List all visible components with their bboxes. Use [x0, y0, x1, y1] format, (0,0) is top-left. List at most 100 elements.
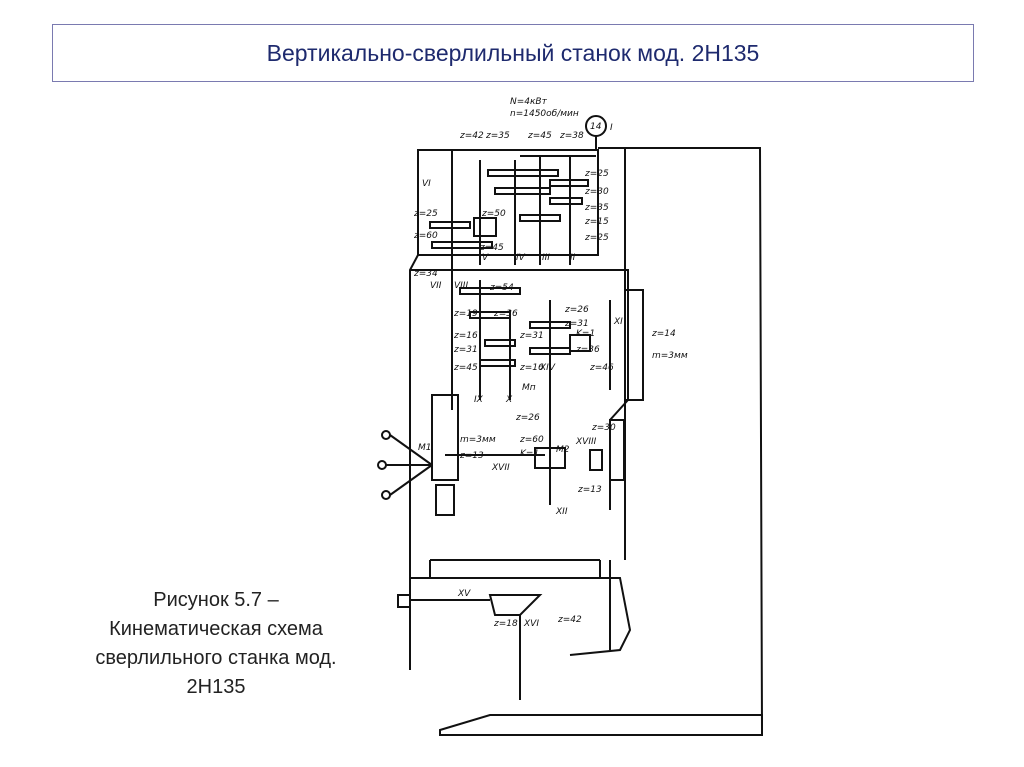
slide-title: Вертикально-сверлильный станок мод. 2Н13… [266, 39, 760, 66]
gear-block-3 [549, 179, 589, 187]
shaft-label-12: XVII [491, 463, 510, 473]
feed-gear-2 [469, 311, 511, 319]
table-body [429, 560, 601, 579]
gear-label-20: z=45 [453, 363, 478, 373]
gear-label-6: z=30 [584, 187, 609, 197]
feed-gear-4 [479, 359, 516, 367]
gear-label-16: z=19 [453, 309, 478, 319]
motor-power-label: N=4кВт [510, 97, 548, 107]
gear-label-41: z=42 [557, 615, 582, 625]
gear-label-33: z=13 [459, 451, 484, 461]
shaft-label-1: VI [422, 179, 431, 189]
rack-vertical [624, 289, 644, 401]
shaft-label-9: X [505, 395, 513, 405]
shaft-label-10: XIV [539, 363, 556, 373]
feed-gear-3 [484, 339, 516, 347]
gear-label-19: z=31 [453, 345, 478, 355]
gear-label-27: z=46 [589, 363, 614, 373]
gear-block-2 [494, 187, 551, 195]
gear-label-37: z=13 [577, 485, 602, 495]
gear-label-13: z=45 [479, 243, 504, 253]
handle-knob-1 [381, 430, 391, 440]
feed-gear-5 [529, 321, 571, 329]
shaft-label-13: XVIII [575, 437, 597, 447]
shaft-label-15: XV [457, 589, 471, 599]
caption-line-1: Рисунок 5.7 – [153, 589, 279, 611]
feed-box-housing [410, 269, 629, 400]
kinematic-diagram: N=4кВт n=1450об/мин 14 I z=42 z=35 z=45 … [370, 90, 780, 762]
shaft-label-11: XI [613, 317, 623, 327]
gear-label-17: z=36 [493, 309, 518, 319]
gear-block-7 [431, 241, 493, 249]
shaft-label-4: III [542, 253, 550, 263]
feed-handles [386, 434, 433, 496]
title-box: Вертикально-сверлильный станок мод. 2Н13… [52, 24, 974, 82]
gear-label-32: m=3мм [460, 435, 496, 445]
gear-label-9: z=25 [584, 233, 609, 243]
shaft-label-5: II [570, 253, 576, 263]
gear-label-7: z=35 [584, 203, 609, 213]
gear-label-38: M1 [418, 443, 432, 453]
gear-label-39: M2 [556, 445, 570, 455]
gear-label-31: z=26 [515, 413, 540, 423]
gear-label-26: z=16 [519, 363, 544, 373]
speed-box-housing [417, 149, 599, 256]
shaft-label-8: IX [474, 395, 484, 405]
gear-label-34: z=60 [519, 435, 544, 445]
shaft-label-2: V [482, 253, 489, 263]
gear-label-14: z=34 [413, 269, 438, 279]
figure-caption: Рисунок 5.7 – Кинематическая схема сверл… [40, 586, 392, 702]
gear-label-10: z=50 [481, 209, 506, 219]
shaft-label-14: XII [555, 507, 568, 517]
table-bracket [410, 577, 632, 656]
worm-box [569, 334, 591, 352]
gear-label-5: z=25 [584, 169, 609, 179]
motor-speed-label: n=1450об/мин [510, 109, 579, 119]
gear-label-12: z=60 [413, 231, 438, 241]
gear-label-3: z=45 [527, 131, 552, 141]
gear-label-21: z=26 [564, 305, 589, 315]
gear-label-8: z=15 [584, 217, 609, 227]
gear-label-35: K=1 [520, 449, 539, 459]
gear-block-6 [429, 221, 471, 229]
handle-knob-2 [377, 460, 387, 470]
gear-label-1: z=42 [459, 131, 484, 141]
shaft-label-7: VIII [454, 281, 468, 291]
base [439, 714, 763, 736]
gear-label-4: z=38 [559, 131, 584, 141]
gear-label-29: m=3мм [652, 351, 688, 361]
caption-line-3: сверлильного станка мод. [95, 647, 337, 669]
shaft-label-3: IV [516, 253, 526, 263]
gear-label-11: z=25 [413, 209, 438, 219]
spindle-end [435, 484, 455, 516]
handle-knob-3 [381, 490, 391, 500]
gear-label-40: z=18 [493, 619, 518, 629]
gear-label-25: z=36 [575, 345, 600, 355]
table-handle-box [397, 594, 411, 608]
housing-left [409, 254, 419, 670]
gear-label-22: z=31 [564, 319, 589, 329]
column-outline [625, 147, 763, 731]
feed-gear-1 [459, 287, 521, 295]
kinematic-diagram-svg: N=4кВт n=1450об/мин 14 I z=42 z=35 z=45 … [377, 97, 763, 736]
motor-shaft-label: I [610, 123, 613, 133]
gear-block-4 [549, 197, 583, 205]
gear-block-1 [487, 169, 559, 177]
caption-line-4: 2Н135 [186, 676, 246, 698]
gear-label-24: K=1 [576, 329, 595, 339]
gear-label-23: z=31 [519, 331, 544, 341]
spindle-sleeve [431, 394, 459, 481]
gear-label-2: z=35 [485, 131, 510, 141]
clutch-box [473, 217, 497, 237]
gear-label-18: z=16 [453, 331, 478, 341]
gear-label-15: z=54 [489, 283, 514, 293]
caption-line-2: Кинематическая схема [109, 618, 323, 640]
rack-XVIII [609, 419, 625, 481]
gear-label-36: z=30 [591, 423, 616, 433]
shaft-label-16: XVI [523, 619, 539, 629]
motor-number-label: 14 [590, 122, 602, 132]
gear-block-5 [519, 214, 561, 222]
bevel-gear-XVI [488, 594, 543, 616]
gear-label-28: z=14 [651, 329, 676, 339]
handwheel-hub [589, 449, 603, 471]
